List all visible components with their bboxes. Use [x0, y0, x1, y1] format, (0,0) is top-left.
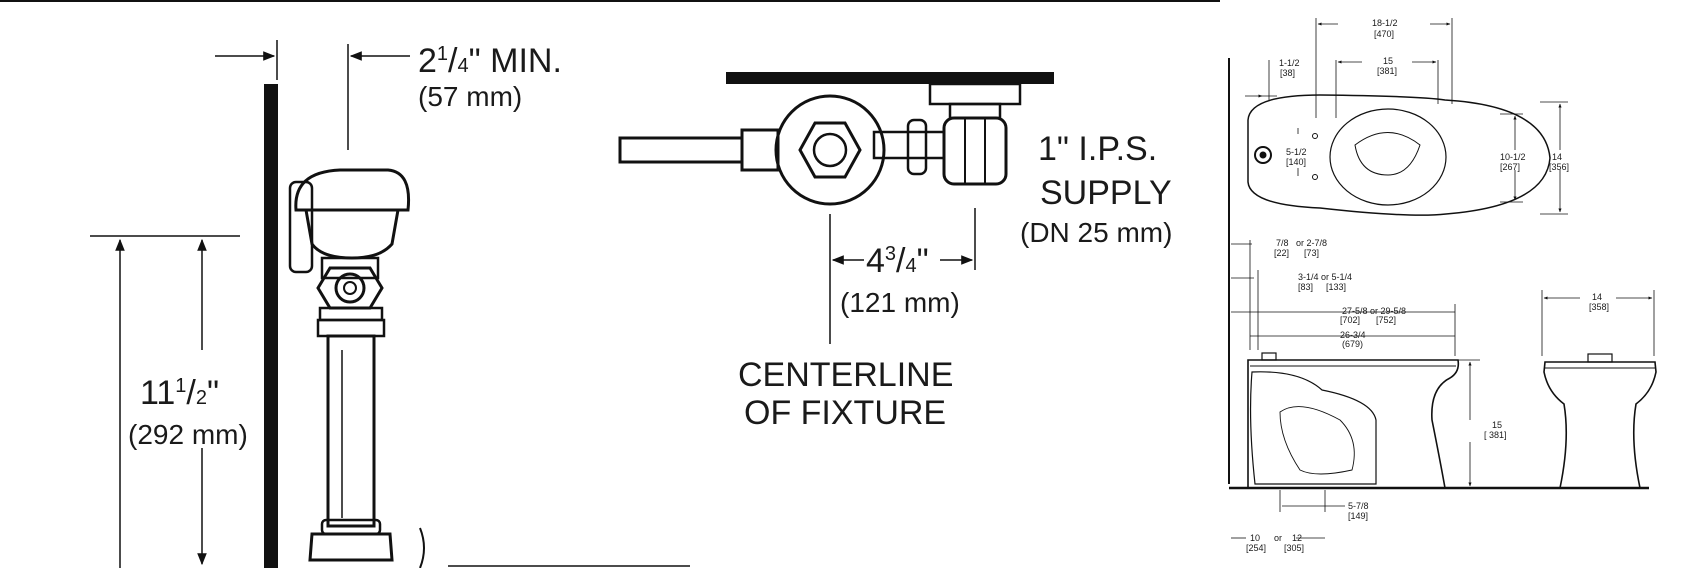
- handle-lever: [618, 136, 744, 164]
- mounting-wall: [726, 72, 1054, 84]
- overall-width-mm-label: [356]: [1549, 162, 1569, 172]
- rough-in-mm-label: [254]: [1246, 543, 1266, 553]
- bolt-spacing-label: 5-1/2: [1286, 147, 1307, 157]
- dim-d1-alt-label: or 2-7/8: [1296, 238, 1327, 248]
- centerline-label-1: CENTERLINE: [738, 356, 953, 394]
- supply-spud-top: [1254, 146, 1272, 164]
- bowl-width-mm-label: [267]: [1500, 162, 1520, 172]
- spud-side: [1261, 352, 1277, 361]
- base-label: 5-7/8: [1348, 501, 1369, 511]
- rear-offset-mm-label: [38]: [1280, 68, 1295, 78]
- valve-neck: [320, 256, 380, 280]
- flushometer-top-view: [618, 72, 1054, 344]
- dim-d3-label: 27-5/8 or 29-5/8: [1342, 306, 1406, 316]
- bowl-width-label: 10-1/2: [1500, 152, 1526, 162]
- supply-label-2: SUPPLY: [1040, 174, 1172, 212]
- bowl-length-mm-label: [381]: [1377, 66, 1397, 76]
- toilet-top-view: [1228, 18, 1568, 484]
- valve-body-top: [774, 94, 886, 206]
- valve-mount: [288, 180, 314, 274]
- dim-d1-alt-mm-label: [73]: [1304, 248, 1319, 258]
- valve-body: [304, 208, 400, 260]
- bowl-outline-side: [1247, 359, 1460, 489]
- flush-tube: [326, 334, 376, 528]
- valve-hex-top: [798, 121, 862, 179]
- offset-label: 43/4": [866, 242, 929, 280]
- dim-d1-label: 7/8: [1276, 238, 1289, 248]
- offset-mm-label: (121 mm): [840, 287, 960, 318]
- base-mm-label: [149]: [1348, 511, 1368, 521]
- dim-d4-label: 26-3/4: [1340, 330, 1366, 340]
- supply-label-1: 1" I.P.S.: [1038, 130, 1157, 168]
- valve-collar: [318, 306, 384, 322]
- overall-length-mm-label: [470]: [1374, 29, 1394, 39]
- toilet-side-view: [1229, 240, 1649, 539]
- bowl-outline-front: [1543, 361, 1657, 489]
- bowl-rim-top: [1329, 108, 1447, 206]
- bowl-outline-top: [1247, 94, 1551, 216]
- flushometer-side-view: [90, 40, 690, 568]
- side-height-label: 15: [1492, 420, 1502, 430]
- rough-in-or-label: or: [1274, 533, 1282, 543]
- height-mm-label: (292 mm): [128, 419, 248, 450]
- dim-d3-mm-label: [702]: [1340, 315, 1360, 325]
- dim-d2-alt-mm-label: [133]: [1326, 282, 1346, 292]
- front-width-label: 14: [1592, 292, 1602, 302]
- supply-label-3: (DN 25 mm): [1020, 217, 1172, 248]
- trapway: [1249, 371, 1377, 485]
- min-clearance-label: 21/4" MIN.: [418, 42, 562, 80]
- dim-d2-label: 3-1/4 or 5-1/4: [1298, 272, 1352, 282]
- rough-in-alt-mm-label: [305]: [1284, 543, 1304, 553]
- fixture-edge: [419, 527, 425, 568]
- handle-hub: [740, 128, 780, 172]
- supply-flange: [928, 82, 1022, 106]
- supply-stop-body: [942, 116, 1008, 186]
- bowl-length-label: 15: [1383, 56, 1393, 66]
- valve-cap: [294, 168, 411, 212]
- front-width-mm-label: [358]: [1589, 302, 1609, 312]
- dim-d4-mm-label: (679): [1342, 339, 1363, 349]
- dim-d1-mm-label: [22]: [1274, 248, 1289, 258]
- rear-offset-label: 1-1/2: [1279, 58, 1300, 68]
- overall-width-label: 14: [1552, 152, 1562, 162]
- dim-d2-mm-label: [83]: [1298, 282, 1313, 292]
- valve-port: [334, 272, 366, 304]
- overall-length-label: 18-1/2: [1372, 18, 1398, 28]
- centerline-label-2: OF FIXTURE: [744, 394, 946, 432]
- coupling-nut: [906, 118, 928, 176]
- rough-in-label: 10: [1250, 533, 1260, 543]
- toilet-front-view: [1541, 290, 1657, 489]
- bolt-spacing-mm-label: [140]: [1286, 157, 1306, 167]
- rough-in-alt-label: 12: [1292, 533, 1302, 543]
- dim-d3-alt-mm-label: [752]: [1376, 315, 1396, 325]
- height-label: 111/2": [140, 374, 219, 412]
- side-height-mm-label: [ 381]: [1484, 430, 1507, 440]
- min-clearance-mm-label: (57 mm): [418, 81, 522, 112]
- wall: [264, 84, 278, 568]
- spud-flange: [308, 532, 394, 562]
